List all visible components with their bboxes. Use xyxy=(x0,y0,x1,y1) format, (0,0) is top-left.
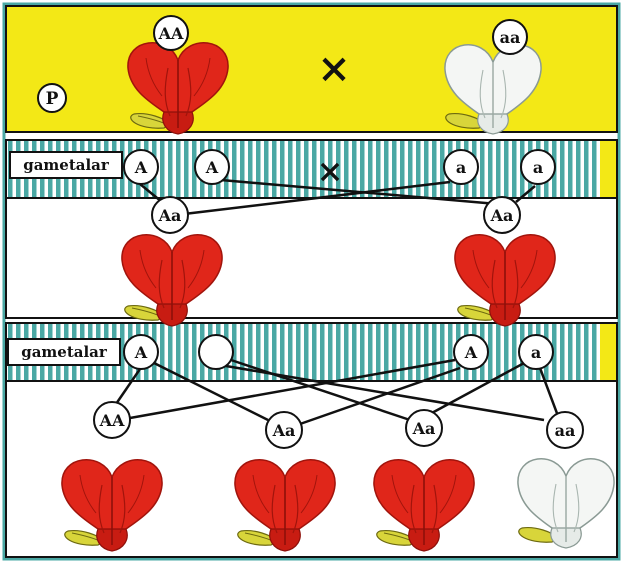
f2-genotype-3: Aa xyxy=(405,409,443,447)
gametes-label-2: gametalar xyxy=(7,338,121,366)
gametes-cross-symbol: × xyxy=(317,152,344,190)
gamete-2-a-recessive: a xyxy=(518,334,554,370)
f1-genotype-left-text: Aa xyxy=(158,206,182,225)
gametes-label-2-text: gametalar xyxy=(21,343,108,361)
parent-aa-dominant-badge: AA xyxy=(153,15,189,51)
gamete-2-a-1-text: A xyxy=(134,343,148,362)
gamete-1-a-upper-2-text: A xyxy=(205,158,219,177)
p-label: P xyxy=(37,83,67,113)
gamete-1-a-lower-1-text: a xyxy=(456,158,466,177)
gamete-2-a-2: A xyxy=(453,334,489,370)
gametes-band-2-end xyxy=(600,324,616,380)
p-label-text: P xyxy=(46,89,59,109)
f1-genotype-right-text: Aa xyxy=(490,206,514,225)
gamete-lines-2 xyxy=(114,358,560,426)
gamete-1-a-lower-2: a xyxy=(520,149,556,185)
gametes-label-1-text: gametalar xyxy=(23,156,110,174)
gamete-1-a-upper-1-text: A xyxy=(134,158,148,177)
gamete-1-a-upper-2: A xyxy=(194,149,230,185)
gamete-1-a-lower-2-text: a xyxy=(533,158,543,177)
parent-cross-symbol: × xyxy=(317,45,351,92)
parent-recessive-genotype: aa xyxy=(500,28,521,47)
gamete-1-a-lower-1: a xyxy=(443,149,479,185)
gametes-label-1: gametalar xyxy=(9,151,123,179)
f1-genotype-left: Aa xyxy=(151,196,189,234)
gamete-2-a-2-text: A xyxy=(464,343,478,362)
gamete-2-blank xyxy=(198,334,234,370)
gamete-lines-1 xyxy=(139,178,536,216)
gamete-2-a-1: A xyxy=(123,334,159,370)
parent-aa-recessive-badge: aa xyxy=(492,19,528,55)
f2-genotype-2: Aa xyxy=(265,411,303,449)
gamete-1-a-upper-1: A xyxy=(123,149,159,185)
f2-genotype-1: AA xyxy=(93,401,131,439)
f2-genotype-4: aa xyxy=(546,411,584,449)
f2-genotype-4-text: aa xyxy=(555,421,576,440)
parent-dominant-genotype: AA xyxy=(158,24,184,43)
f2-genotype-2-text: Aa xyxy=(272,421,296,440)
f2-genotype-3-text: Aa xyxy=(412,419,436,438)
f1-genotype-right: Aa xyxy=(483,196,521,234)
gamete-2-a-recessive-text: a xyxy=(531,343,541,362)
gametes-band-1-end xyxy=(600,141,616,197)
f2-genotype-1-text: AA xyxy=(99,411,125,430)
